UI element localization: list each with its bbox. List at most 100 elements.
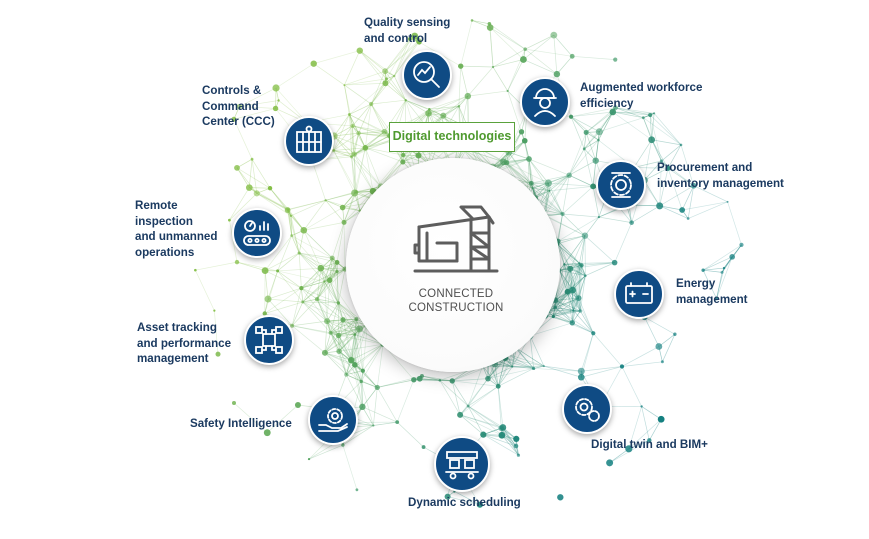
network-dot <box>336 301 341 305</box>
network-link <box>301 281 325 289</box>
network-link <box>361 381 378 388</box>
network-link <box>544 315 573 324</box>
network-link <box>291 298 318 326</box>
network-dot <box>261 267 269 275</box>
network-link <box>492 158 530 168</box>
network-link <box>377 379 414 388</box>
network-link <box>324 281 328 322</box>
network-link <box>301 287 339 304</box>
network-link <box>277 252 300 272</box>
network-link <box>386 38 411 80</box>
network-link <box>570 107 616 118</box>
gear-document-icon <box>610 172 632 198</box>
network-link <box>483 427 502 435</box>
network-link <box>365 147 403 163</box>
network-link <box>349 114 359 134</box>
quality-sensing-label: Quality sensing and control <box>364 15 450 46</box>
dynamic-scheduling-node <box>434 436 490 492</box>
network-dot <box>294 401 301 408</box>
network-link <box>649 115 653 140</box>
network-dot <box>382 68 388 75</box>
network-link <box>459 414 484 435</box>
network-link <box>354 334 364 371</box>
network-link <box>351 138 396 158</box>
network-link <box>578 265 582 299</box>
network-link <box>359 328 364 371</box>
network-link <box>405 99 430 110</box>
network-link <box>345 374 363 407</box>
network-dot <box>194 268 197 272</box>
network-dot <box>660 360 664 364</box>
network-link <box>547 310 573 324</box>
network-link <box>326 320 360 330</box>
network-link <box>642 117 652 140</box>
network-dot <box>542 365 545 368</box>
network-link <box>703 267 725 271</box>
network-link <box>292 320 328 327</box>
network-dot <box>665 165 671 171</box>
network-link <box>324 335 339 354</box>
label-line: and performance <box>137 336 232 350</box>
network-link <box>585 262 615 276</box>
network-dot <box>564 288 571 295</box>
network-link <box>557 241 565 265</box>
network-link <box>584 235 615 263</box>
digital-twin-node <box>562 384 612 434</box>
network-link <box>557 213 563 242</box>
network-link <box>236 261 266 271</box>
label-line: Digital twin and BIM+ <box>591 438 708 451</box>
network-dot <box>578 309 583 313</box>
network-link <box>290 215 300 254</box>
network-link <box>585 132 597 161</box>
network-link <box>354 364 362 382</box>
network-link <box>659 160 662 206</box>
controls-command-center-node <box>284 116 334 166</box>
label-line: inventory management <box>657 176 784 190</box>
network-dot <box>353 333 357 336</box>
network-dot <box>297 251 301 255</box>
network-link <box>316 268 346 300</box>
remote-inspection-label: Remote inspection and unmanned operation… <box>135 198 217 260</box>
network-link <box>681 185 695 211</box>
network-link <box>507 49 526 92</box>
network-link <box>429 105 459 110</box>
network-link <box>702 244 742 271</box>
network-link <box>195 261 238 271</box>
network-link <box>563 264 573 291</box>
network-link <box>628 406 642 449</box>
network-link <box>447 496 480 506</box>
network-dot <box>262 311 267 316</box>
network-link <box>667 144 682 169</box>
network-dot <box>341 219 347 225</box>
network-link <box>359 50 386 84</box>
network-link <box>584 216 600 236</box>
network-dot <box>339 204 346 211</box>
center-title-line-2: CONSTRUCTION <box>408 302 504 314</box>
network-link <box>651 113 655 140</box>
network-link <box>506 353 534 369</box>
network-link <box>467 66 494 97</box>
network-link <box>338 328 360 336</box>
network-link <box>360 381 363 407</box>
network-dot <box>340 317 346 323</box>
network-link <box>659 205 689 219</box>
network-link <box>579 263 581 312</box>
network-link <box>343 191 374 223</box>
network-link <box>317 298 339 304</box>
network-link <box>562 175 570 215</box>
network-link <box>303 230 333 259</box>
network-link <box>593 332 623 367</box>
network-link <box>489 27 526 50</box>
magnifier-chart-icon <box>413 61 440 88</box>
network-link <box>251 159 271 189</box>
center-title-line-1: CONNECTED <box>418 288 494 300</box>
network-dot <box>384 77 388 81</box>
network-link <box>543 214 586 237</box>
network-link <box>264 235 292 271</box>
network-link <box>659 185 694 207</box>
network-link <box>452 363 495 382</box>
network-dot <box>428 107 431 111</box>
network-link <box>405 99 444 117</box>
network-dot <box>679 207 686 213</box>
network-link <box>287 209 300 254</box>
